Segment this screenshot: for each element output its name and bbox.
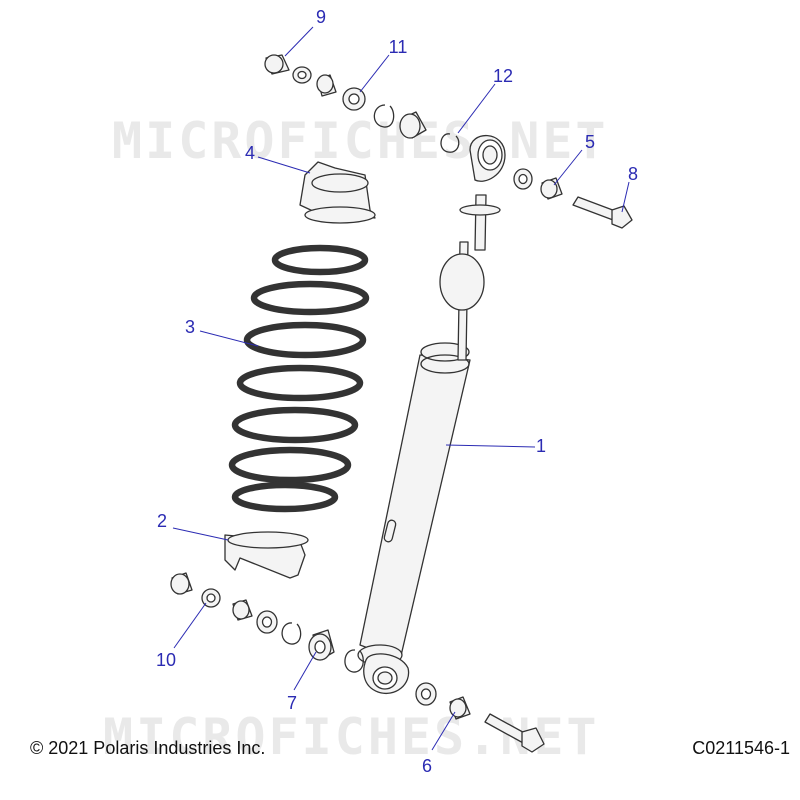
snap-ring-12[interactable] [440, 133, 460, 153]
callout-10[interactable]: 10 [155, 650, 177, 670]
leader-1 [445, 444, 536, 448]
bushing-6[interactable] [449, 696, 471, 720]
leader-11 [359, 54, 390, 93]
leader-4 [257, 156, 311, 174]
washer-upper-right[interactable] [513, 168, 533, 190]
callout-4[interactable]: 4 [244, 143, 256, 163]
bolt-lower[interactable] [484, 713, 545, 753]
shock-absorber-body[interactable] [357, 134, 506, 694]
copyright-notice: © 2021 Polaris Industries Inc. [30, 738, 266, 758]
snap-ring-lower-right[interactable] [344, 649, 364, 673]
callout-5[interactable]: 5 [584, 132, 596, 152]
bushing-upper-inner[interactable] [316, 74, 337, 97]
drawing-number: C0211546-1 [692, 738, 790, 758]
callout-2[interactable]: 2 [156, 511, 168, 531]
bolt-8[interactable] [572, 196, 633, 229]
washer-10[interactable] [201, 588, 221, 608]
washer-11[interactable] [342, 87, 366, 111]
washer-upper[interactable] [292, 66, 312, 84]
callout-7[interactable]: 7 [286, 693, 298, 713]
bushing-lower-inner[interactable] [232, 599, 253, 621]
bushing-upper-9[interactable] [264, 54, 290, 75]
bushing-lower[interactable] [170, 572, 193, 595]
leader-9 [284, 26, 314, 57]
snap-ring-lower[interactable] [281, 622, 302, 645]
leader-3 [199, 330, 259, 347]
watermark-top: MICROFICHES.NET [112, 112, 609, 170]
leader-8 [621, 181, 630, 213]
leader-5 [553, 149, 583, 186]
bearing-upper[interactable] [399, 111, 427, 139]
callout-8[interactable]: 8 [627, 164, 639, 184]
leader-7 [293, 651, 317, 691]
callout-6[interactable]: 6 [421, 756, 433, 776]
coil-spring[interactable] [228, 244, 370, 513]
snap-ring-upper[interactable] [373, 104, 395, 128]
bushing-5[interactable] [540, 177, 563, 200]
leader-12 [457, 83, 496, 134]
leader-10 [173, 602, 207, 649]
callout-3[interactable]: 3 [184, 317, 196, 337]
upper-spring-retainer[interactable] [299, 161, 376, 224]
callout-9[interactable]: 9 [315, 7, 327, 27]
washer-lower[interactable] [256, 610, 278, 634]
lower-spring-retainer[interactable] [224, 531, 309, 579]
leader-6 [431, 711, 456, 751]
callout-12[interactable]: 12 [492, 66, 514, 86]
callout-11[interactable]: 11 [388, 37, 408, 57]
leader-2 [172, 527, 229, 541]
leader-lines [172, 26, 630, 751]
washer-lower-right[interactable] [415, 682, 437, 706]
callout-1[interactable]: 1 [535, 436, 547, 456]
bearing-7[interactable] [308, 629, 335, 661]
